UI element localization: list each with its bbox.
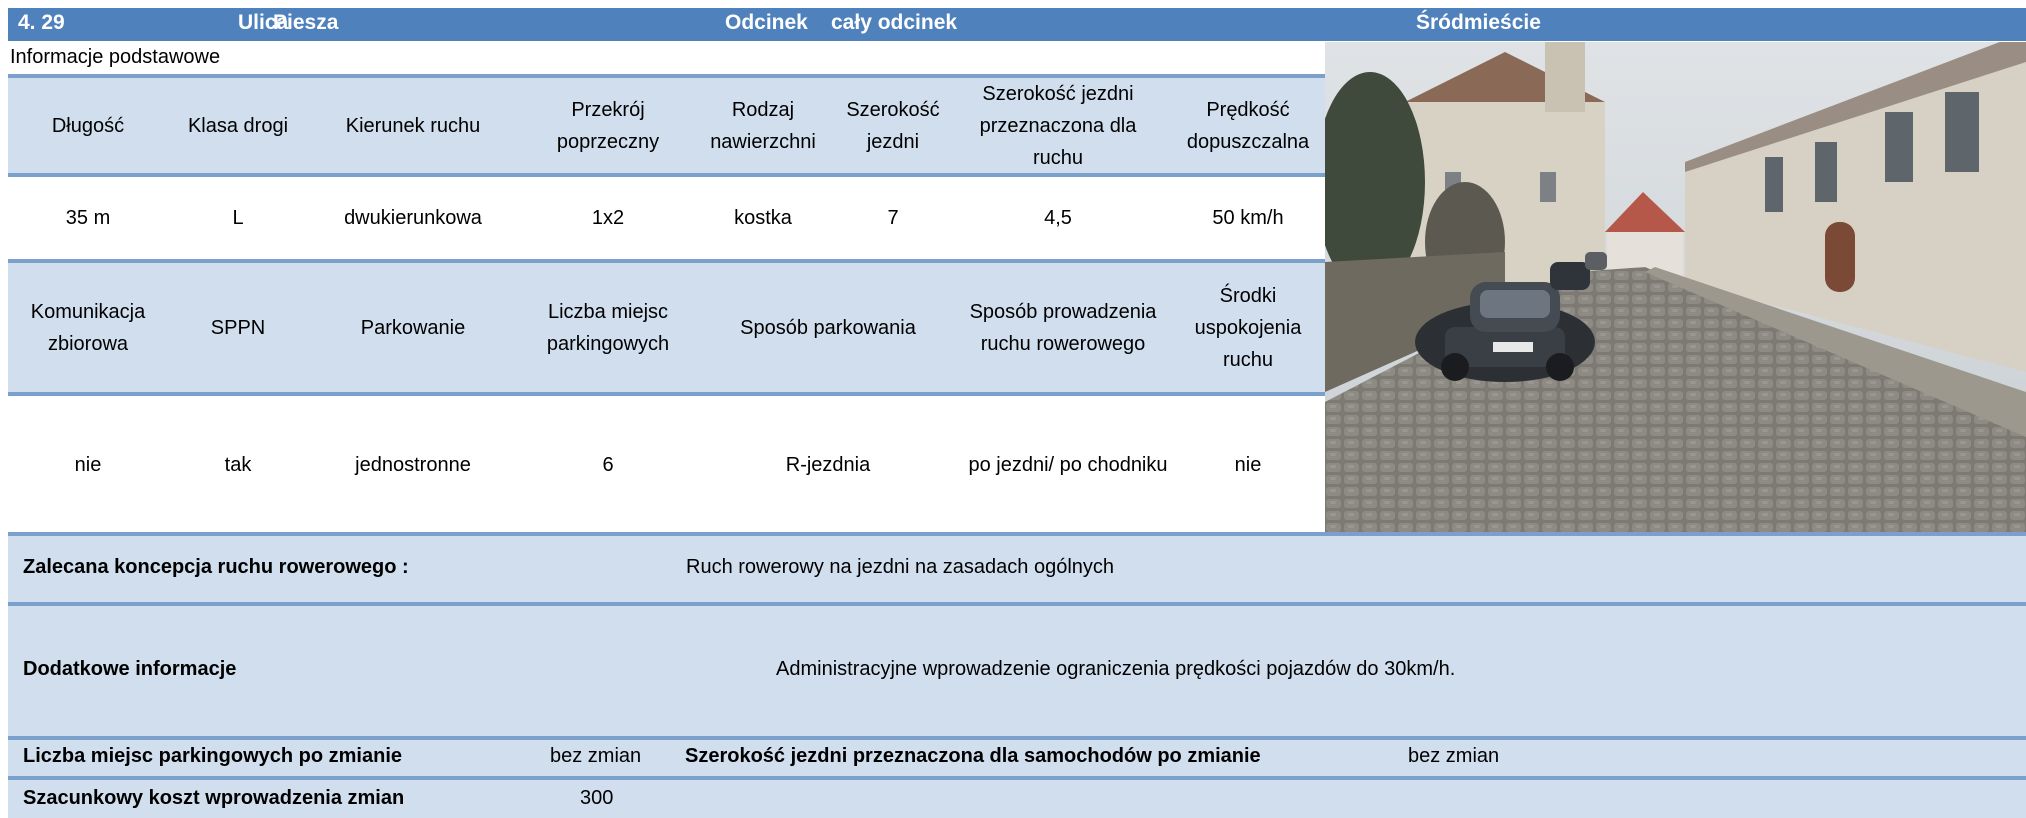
table2-value-cell: jednostronne (355, 454, 471, 476)
table1-header-cell: Kierunek ruchu (345, 114, 481, 137)
parking-after-value: bez zmian (550, 745, 642, 767)
section-title: Informacje podstawowe (10, 46, 221, 68)
table2-value-cell: R-jezdnia (785, 454, 871, 476)
table1-value-cell: L (232, 207, 244, 229)
additional-info-value: Administracyjne wprowadzenie ograniczeni… (776, 658, 1456, 680)
table1-header-cell: Klasa drogi (187, 114, 289, 137)
table1-value-cell: 7 (887, 207, 899, 229)
table2-values-row: nie tak jednostronne 6 R-jezdnia po jezd… (8, 396, 1326, 534)
width-after-label: Szerokość jezdni przeznaczona dla samoch… (685, 745, 1261, 767)
parking-after-label: Liczba miejsc parkingowych po zmianie (23, 745, 402, 767)
district: Śródmieście (1416, 11, 1541, 34)
table1-header-cell: Szerokość jezdni (846, 98, 940, 153)
divider (8, 392, 1326, 396)
additional-info-label: Dodatkowe informacje (23, 658, 237, 680)
segment-label: Odcinek (725, 11, 808, 34)
table2-value-cell: po jezdni/ po chodniku (968, 453, 1168, 476)
concept-label: Zalecana koncepcja ruchu rowerowego : (23, 556, 409, 578)
cost-row: Szacunkowy koszt wprowadzenia zmian 300 (8, 780, 2026, 818)
record-number: 4. 29 (18, 11, 65, 34)
segment-value: cały odcinek (831, 11, 958, 34)
table1-value-cell: 50 km/h (1212, 207, 1284, 229)
table2-value-cell: nie (74, 454, 102, 476)
table2-header-cell: Sposób parkowania (740, 316, 916, 339)
table1-value-cell: 1x2 (591, 207, 625, 229)
table1-value-cell: kostka (734, 207, 792, 229)
divider (8, 259, 1326, 263)
table2-value-cell: 6 (602, 454, 614, 476)
table2-header-band: Komunikacja zbiorowa SPPN Parkowanie Lic… (8, 263, 1326, 392)
table1-value-cell: dwukierunkowa (344, 207, 482, 229)
table2-value-cell: tak (224, 454, 252, 476)
table1-header-band: Długość Klasa drogi Kierunek ruchu Przek… (8, 78, 1326, 173)
divider (8, 532, 2026, 536)
header-bar: 4. 29 Ulica Piesza Odcinek cały odcinek … (8, 8, 2026, 41)
table1-value-cell: 35 m (65, 207, 111, 229)
width-after-value: bez zmian (1408, 745, 1500, 767)
divider (8, 602, 2026, 606)
table2-header-cell: Parkowanie (360, 316, 466, 339)
divider (8, 776, 2026, 780)
cost-label: Szacunkowy koszt wprowadzenia zmian (23, 787, 405, 809)
street-photo-image (1325, 42, 2026, 536)
street-photo (1325, 42, 2026, 536)
table1-header-cell: Rodzaj nawierzchni (710, 98, 816, 153)
table1-values-row: 35 m L dwukierunkowa 1x2 kostka 7 4,5 50… (8, 177, 1326, 259)
after-change-row: Liczba miejsc parkingowych po zmianie be… (8, 740, 2026, 776)
divider (8, 74, 1326, 78)
divider (8, 173, 1326, 177)
cost-value: 300 (580, 787, 614, 809)
concept-row: Zalecana koncepcja ruchu rowerowego : Ru… (8, 536, 2026, 602)
divider (8, 736, 2026, 740)
street-label: Ulica (238, 11, 289, 34)
table2-value-cell: nie (1234, 454, 1262, 476)
table1-header-cell: Długość (51, 114, 125, 137)
table2-header-cell: Komunikacja zbiorowa (30, 300, 146, 355)
table2-header-cell: SPPN (210, 316, 266, 339)
table2-header-cell: Środki uspokojenia ruchu (1194, 284, 1302, 371)
table1-header-cell: Szerokość jezdni przeznaczona dla ruchu (979, 82, 1137, 169)
table2-header-cell: Sposób prowadzenia ruchu rowerowego (969, 300, 1157, 355)
table1-header-cell: Przekrój poprzeczny (556, 98, 660, 153)
table2-header-cell: Liczba miejsc parkingowych (546, 300, 670, 355)
table1-value-cell: 4,5 (1044, 207, 1072, 229)
concept-value: Ruch rowerowy na jezdni na zasadach ogól… (686, 556, 1115, 578)
additional-info-row: Dodatkowe informacje Administracyjne wpr… (8, 606, 2026, 736)
table1-header-cell: Prędkość dopuszczalna (1186, 98, 1310, 153)
street-name: Piesza (273, 11, 339, 34)
